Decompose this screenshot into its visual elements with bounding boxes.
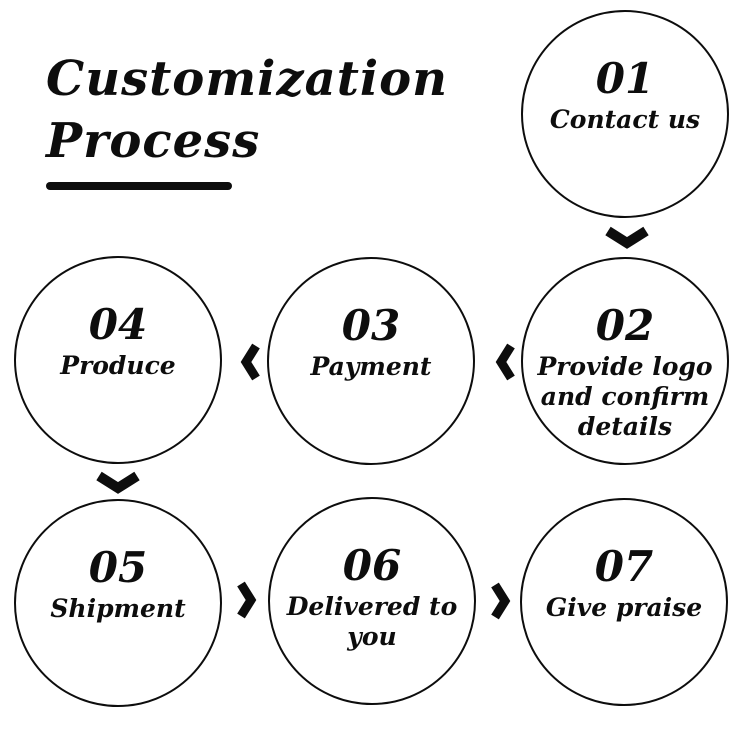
step-number: 06 <box>342 541 402 590</box>
step-circle-04: 04 Produce <box>14 256 222 464</box>
chevron-left-icon <box>495 342 516 382</box>
step-number: 07 <box>594 542 654 591</box>
chevron-right-icon <box>236 580 257 620</box>
step-label: Delivered to you <box>286 592 458 651</box>
step-label: Contact us <box>549 105 701 134</box>
step-circle-05: 05 Shipment <box>14 499 222 707</box>
step-label: Provide logo and confirm details <box>537 352 713 441</box>
step-number: 05 <box>88 543 148 592</box>
step-label: Payment <box>310 352 432 381</box>
step-label: Give praise <box>545 593 703 622</box>
step-number: 02 <box>595 301 655 350</box>
step-label: Produce <box>60 351 176 380</box>
page-title-line2: Process <box>46 113 261 169</box>
title-underline <box>46 182 232 190</box>
page-title-line1: Customization <box>46 51 449 107</box>
step-number: 03 <box>341 301 401 350</box>
step-circle-07: 07 Give praise <box>520 498 728 706</box>
chevron-right-icon <box>490 581 511 621</box>
step-circle-02: 02 Provide logo and confirm details <box>521 257 729 465</box>
chevron-left-icon <box>240 342 261 382</box>
page-title: Customization Process <box>46 48 448 172</box>
step-circle-06: 06 Delivered to you <box>268 497 476 705</box>
step-circle-01: 01 Contact us <box>521 10 729 218</box>
step-number: 01 <box>595 54 655 103</box>
chevron-down-icon <box>604 226 650 249</box>
step-label: Shipment <box>50 594 186 623</box>
chevron-down-icon <box>95 471 141 494</box>
step-circle-03: 03 Payment <box>267 257 475 465</box>
step-number: 04 <box>88 300 148 349</box>
